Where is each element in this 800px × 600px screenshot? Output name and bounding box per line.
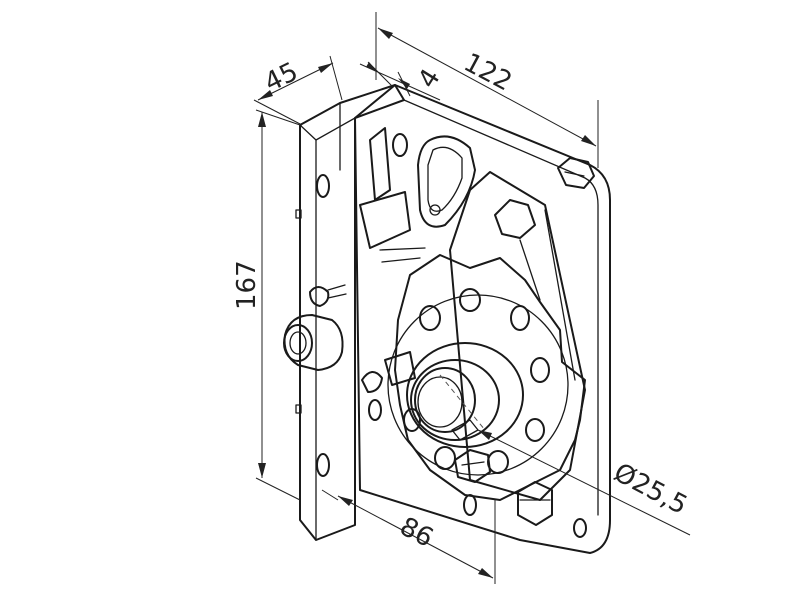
dim-label-depth: 45 — [260, 57, 303, 98]
star-wheel — [387, 254, 586, 501]
dimension-base: 86 — [321, 489, 496, 584]
dim-label-offset: 4 — [412, 64, 446, 94]
dim-label-width-total: 122 — [459, 48, 517, 98]
upper-slot-lever — [417, 135, 476, 228]
side-knob — [283, 284, 347, 371]
top-right-bolt — [557, 157, 595, 189]
dim-label-bore: Ø25,5 — [609, 458, 692, 521]
main-plate — [354, 84, 611, 554]
dim-label-height: 167 — [232, 260, 262, 310]
dimension-offset: 4 — [359, 61, 447, 101]
dimension-depth: 45 — [253, 55, 343, 126]
dimension-height: 167 — [232, 109, 301, 501]
cam-plate — [449, 171, 586, 501]
lower-hex-nut — [454, 449, 491, 483]
dimension-bore: Ø25,5 — [477, 429, 692, 536]
spring-lever — [359, 127, 426, 393]
bottom-right-bolt — [517, 481, 553, 526]
dim-label-base: 86 — [395, 512, 438, 554]
